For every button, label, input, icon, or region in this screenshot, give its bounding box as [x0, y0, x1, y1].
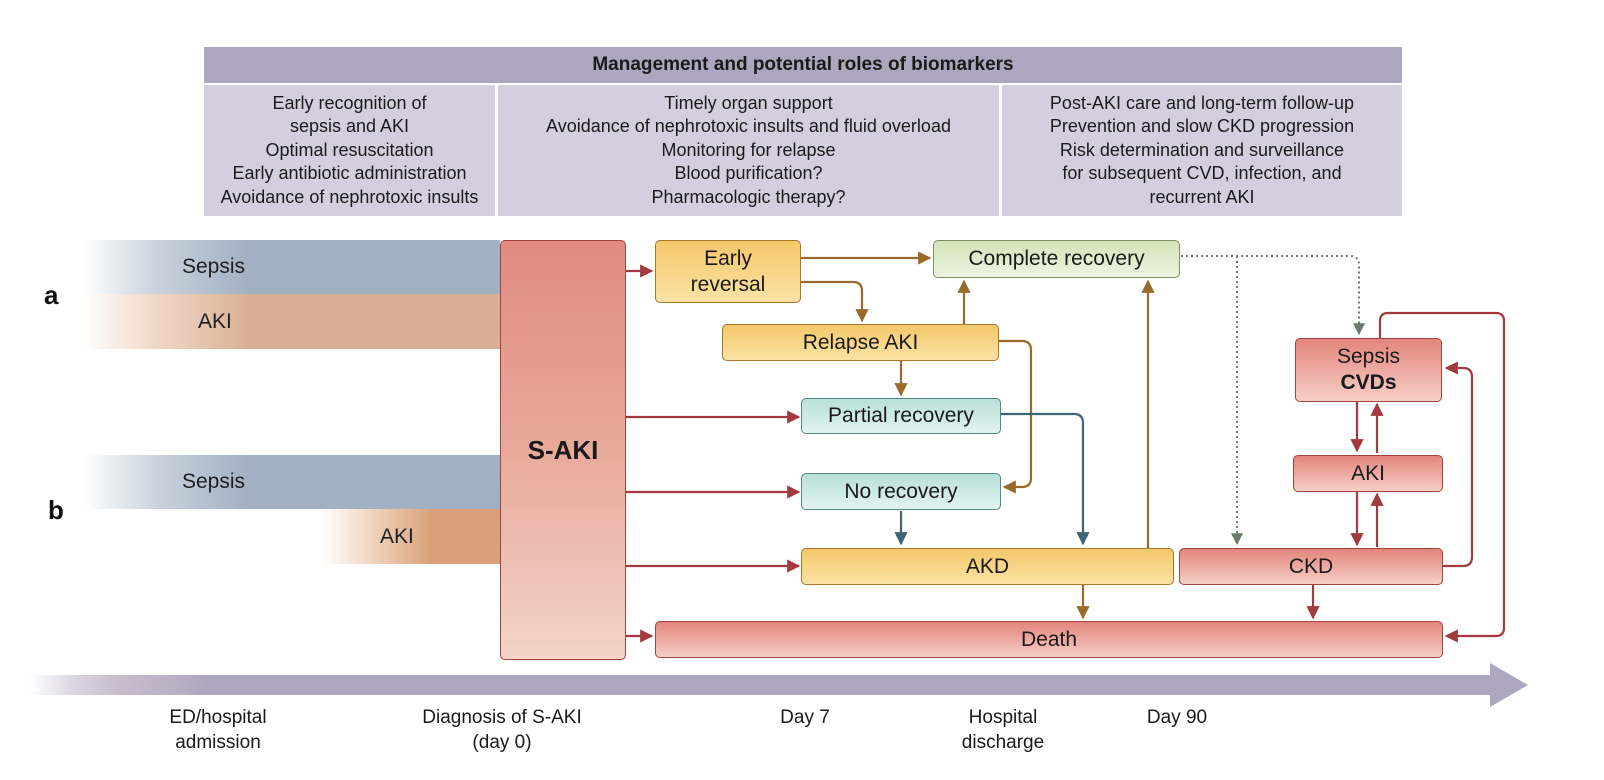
timeline-tick-diagnosis: Diagnosis of S-AKI (day 0)	[400, 705, 604, 755]
scenario-a-label: a	[44, 280, 59, 310]
header-column-early: Early recognition of sepsis and AKI Opti…	[204, 85, 495, 216]
header-line: Avoidance of nephrotoxic insults and flu…	[546, 116, 951, 137]
header-line: Post-AKI care and long-term follow-up	[1049, 92, 1355, 113]
tick-line: discharge	[961, 732, 1045, 753]
node-no-recovery: No recovery	[801, 473, 1001, 510]
node-death: Death	[655, 621, 1443, 658]
header-line: Avoidance of nephrotoxic insults	[220, 186, 479, 207]
tick-line: (day 0)	[472, 732, 532, 753]
scenario-a-aki-band: AKI	[84, 294, 500, 349]
tick-line: Day 7	[780, 707, 830, 728]
tick-line: Day 90	[1146, 707, 1208, 728]
node-line: reversal	[690, 272, 766, 296]
timeline-tick-day90: Day 90	[1127, 705, 1227, 730]
arrow-cvds-death	[1378, 311, 1506, 643]
node-line: Sepsis	[1336, 345, 1401, 368]
node-relapse-aki: Relapse AKI	[722, 324, 999, 361]
header-line: Early antibiotic administration	[232, 163, 467, 184]
header-title: Management and potential roles of biomar…	[204, 47, 1402, 83]
header-line: recurrent AKI	[1149, 186, 1255, 207]
timeline-tick-discharge: Hospital discharge	[943, 705, 1063, 755]
band-label: AKI	[380, 524, 414, 548]
band-label: AKI	[198, 309, 232, 333]
timeline-tick-day7: Day 7	[755, 705, 855, 730]
tick-line: admission	[175, 732, 261, 753]
header-column-middle: Timely organ support Avoidance of nephro…	[498, 85, 999, 216]
band-label: Sepsis	[182, 470, 246, 493]
header-line: Prevention and slow CKD progression	[1049, 116, 1355, 137]
header-line: for subsequent CVD, infection, and	[1062, 163, 1342, 184]
scenario-b-label: b	[48, 495, 64, 525]
header-line: Timely organ support	[664, 92, 833, 113]
node-line-bold: CVDs	[1340, 371, 1397, 394]
header-line: sepsis and AKI	[289, 116, 410, 137]
scenario-a-sepsis-band: Sepsis	[84, 240, 500, 294]
header-line: Risk determination and surveillance	[1059, 139, 1345, 160]
node-sepsis-cvds: Sepsis CVDs	[1295, 338, 1442, 402]
node-aki: AKI	[1293, 455, 1443, 492]
arrow-early-relapse	[801, 280, 869, 323]
arrow-partial-akd	[1001, 412, 1090, 546]
timeline-arrow	[30, 663, 1528, 707]
node-akd: AKD	[801, 548, 1174, 585]
scenario-b-sepsis-band: Sepsis	[84, 455, 500, 509]
tick-line: ED/hospital	[169, 707, 267, 728]
timeline-tick-admission: ED/hospital admission	[118, 705, 318, 755]
header-line: Optimal resuscitation	[265, 139, 434, 160]
tick-line: Hospital	[968, 707, 1038, 728]
node-early-reversal: Early reversal	[655, 240, 801, 303]
scenario-b-aki-band: AKI	[322, 509, 500, 564]
node-partial-recovery: Partial recovery	[801, 398, 1001, 434]
band-label: Sepsis	[182, 255, 246, 278]
arrow-complete-cvds	[1181, 255, 1365, 336]
header-line: Pharmacologic therapy?	[651, 186, 846, 207]
arrow-ckd-cvds	[1443, 361, 1474, 568]
node-ckd: CKD	[1179, 548, 1443, 585]
node-complete-recovery: Complete recovery	[933, 240, 1180, 278]
header-line: Blood purification?	[674, 163, 823, 184]
header-column-late: Post-AKI care and long-term follow-up Pr…	[1002, 85, 1402, 216]
header-line: Monitoring for relapse	[661, 139, 836, 160]
header-line: Early recognition of	[272, 92, 427, 113]
node-line: Early	[704, 246, 752, 270]
saki-column: S-AKI	[500, 240, 626, 660]
tick-line: Diagnosis of S-AKI	[422, 707, 582, 728]
